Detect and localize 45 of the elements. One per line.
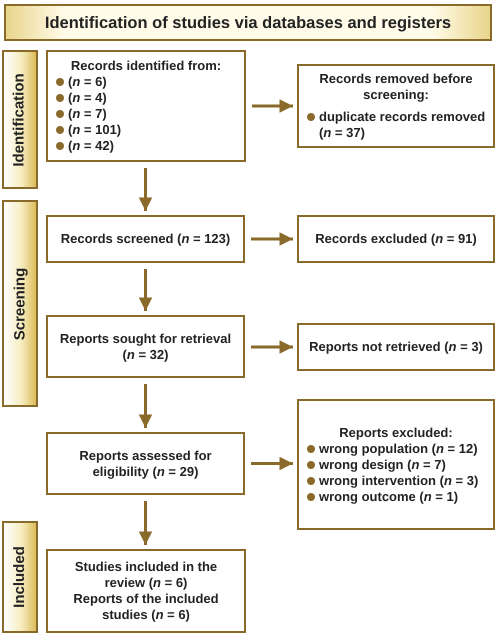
- bullet-item: wrong design (n = 7): [305, 456, 446, 472]
- bullet-item: wrong outcome (n = 1): [305, 488, 458, 504]
- arrow: [252, 99, 293, 113]
- stage-band: [2, 521, 38, 633]
- process-box: [46, 50, 246, 162]
- stage-label: Identification: [12, 72, 28, 166]
- process-box: [297, 399, 495, 530]
- box-text: Reports assessed for eligibility (n = 29): [78, 448, 213, 480]
- box-text: Studies included in the review (n = 6): [74, 559, 218, 591]
- box-text: Records excluded (n = 91): [314, 231, 478, 247]
- box-text: Records screened (n = 123): [60, 231, 232, 247]
- stage-label: Included: [12, 546, 28, 608]
- box-text: Reports of the included studies (n = 6): [72, 591, 220, 623]
- stage-band: [2, 50, 38, 189]
- arrow: [251, 232, 293, 246]
- process-box: [46, 432, 245, 495]
- bullet-item: duplicate records removed (n = 37): [305, 109, 487, 141]
- process-box: [46, 215, 245, 263]
- box-heading: Records removed before screening:: [318, 71, 474, 103]
- box-heading: Reports excluded:: [339, 424, 453, 440]
- arrow: [251, 340, 293, 354]
- process-box: [46, 549, 246, 633]
- process-box: [297, 215, 495, 263]
- title-text: Identification of studies via databases and registers: [44, 14, 452, 30]
- bullet-item: (n = 4): [54, 90, 107, 106]
- bullet-item: wrong population (n = 12): [305, 440, 478, 456]
- box-heading: Records identified from:: [70, 58, 222, 74]
- bullet-item: (n = 6): [54, 74, 107, 90]
- arrow: [138, 384, 152, 428]
- bullet-item: (n = 101): [54, 122, 122, 138]
- arrow: [251, 456, 293, 470]
- arrow: [138, 501, 152, 545]
- arrow: [138, 168, 152, 211]
- bullet-item: (n = 42): [54, 138, 114, 154]
- arrow: [138, 269, 152, 311]
- process-box: [46, 315, 245, 378]
- title-banner: [4, 4, 492, 41]
- stage-band: [2, 200, 38, 407]
- box-text: Reports sought for retrieval (n = 32): [58, 330, 232, 362]
- box-text: Reports not retrieved (n = 3): [308, 339, 484, 355]
- bullet-item: (n = 7): [54, 106, 107, 122]
- process-box: [297, 323, 495, 371]
- bullet-item: wrong intervention (n = 3): [305, 472, 478, 488]
- process-box: [297, 64, 495, 148]
- stage-label: Screening: [12, 267, 28, 340]
